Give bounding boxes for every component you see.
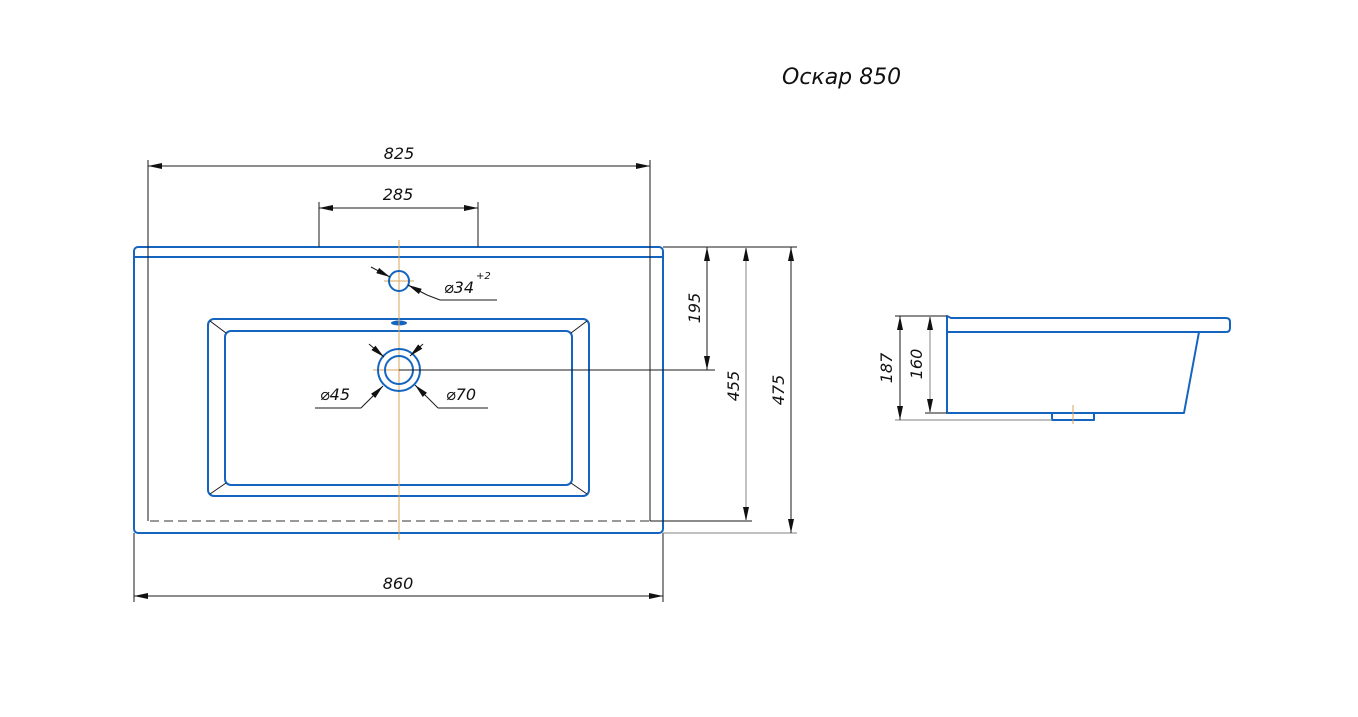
- leader-line: [426, 294, 441, 301]
- leader-arrow: [370, 266, 391, 278]
- faucet-hole-value: 34: [454, 278, 474, 297]
- dim-label-faucet-hole: ⌀34: [444, 278, 474, 297]
- leader-arrow: [368, 343, 385, 358]
- drain-inner-value: 45: [330, 385, 350, 404]
- diameter-symbol: ⌀: [446, 385, 456, 404]
- dim-label-drain-outer: ⌀70: [446, 385, 476, 404]
- leader-arrow: [407, 284, 428, 296]
- leader-arrow: [360, 385, 384, 409]
- bevel-line: [209, 482, 227, 495]
- dim-label-inner-depth: 455: [724, 371, 743, 402]
- bevel-line: [570, 482, 588, 495]
- dim-label-bowl-height: 160: [907, 349, 926, 380]
- faucet-hole: [388, 270, 410, 292]
- bevel-line: [209, 320, 227, 334]
- side-bowl: [946, 331, 1200, 414]
- dim-label-inner-width: 825: [384, 144, 415, 163]
- dim-label-faucet-spacing: 285: [383, 185, 414, 204]
- dim-label-overall-depth: 475: [769, 375, 788, 406]
- dim-label-faucet-offset: 195: [685, 293, 704, 324]
- side-view: 187 160: [877, 315, 1231, 424]
- drain-outer-value: 70: [456, 385, 476, 404]
- dim-label-overall-width: 860: [383, 574, 414, 593]
- diameter-symbol: ⌀: [444, 278, 454, 297]
- leader-arrow: [414, 384, 439, 409]
- faucet-hole-tolerance: +2: [476, 271, 491, 282]
- leader-arrow: [409, 343, 424, 357]
- diameter-symbol: ⌀: [320, 385, 330, 404]
- dim-label-overall-height: 187: [877, 352, 896, 383]
- side-rim: [946, 315, 1231, 333]
- bevel-line: [570, 320, 588, 334]
- front-view: 825 285 860 195 455 475 ⌀34 +2: [133, 144, 797, 602]
- dim-label-drain-inner: ⌀45: [320, 385, 350, 404]
- drawing-title: Оскар 850: [782, 65, 901, 90]
